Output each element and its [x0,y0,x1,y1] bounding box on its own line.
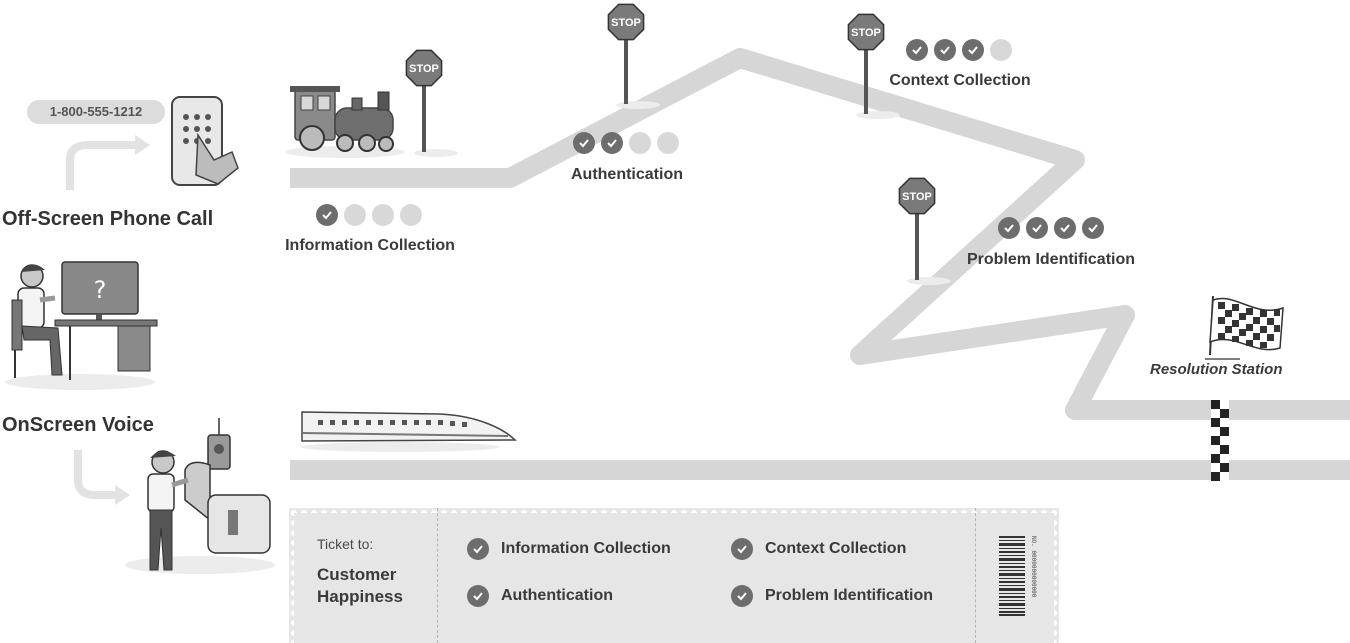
check-icon [731,538,753,560]
check-icon [1054,217,1076,239]
phone-number-pill: 1-800-555-1212 [27,100,165,124]
stop-sign-icon: STOP [607,3,660,109]
stop-sign-icon: STOP [898,177,951,285]
station-label-problem-identification: Problem Identification [966,251,1136,268]
bullet-train-icon [300,411,517,452]
check-icon [1082,217,1104,239]
ticket-item: Authentication [467,585,613,607]
stop-sign-text: STOP [611,17,641,29]
station-label-context-collection: Context Collection [889,72,1031,89]
pending-dot-icon [372,204,394,226]
station-progress-dots [998,217,1104,239]
ticket-item-label: Authentication [501,587,613,604]
pending-dot-icon [990,39,1012,61]
upper-track [290,48,1350,420]
ticket-separator [437,508,438,643]
check-icon [1026,217,1048,239]
svg-text:?: ? [94,276,107,304]
ticket-border [289,508,1059,643]
station-progress-dots [316,204,422,226]
stop-sign-icon: STOP [405,49,458,157]
ticket-destination: Customer Happiness [317,565,403,606]
stop-sign-text: STOP [902,191,932,203]
station-progress-dots [906,39,1012,61]
check-icon [573,132,595,154]
ticket-item-label: Information Collection [501,540,671,557]
check-icon [601,132,623,154]
pending-dot-icon [657,132,679,154]
onscreen-voice-label: OnScreen Voice [2,414,154,436]
check-icon [962,39,984,61]
ticket-item-label: Context Collection [765,540,907,557]
ticket-item-label: Problem Identification [765,587,934,604]
station-label-authentication: Authentication [571,166,683,183]
checkered-flag-icon [1209,295,1284,356]
kiosk-user-icon [74,418,275,574]
ticket: Ticket to: Customer Happiness Informatio… [289,508,1059,643]
ticket-item: Context Collection [731,538,906,560]
ticket-separator [975,508,976,643]
pending-dot-icon [400,204,422,226]
barcode-number: NO. 0000000000000 [1030,536,1037,598]
check-icon [906,39,928,61]
check-icon [316,204,338,226]
agent-at-desk-icon: ? [5,261,158,390]
stop-sign-icon: STOP [847,13,900,119]
off-screen-phone-call-label: Off-Screen Phone Call [2,208,214,230]
pending-dot-icon [344,204,366,226]
station-label-information-collection: Information Collection [285,237,455,254]
check-icon [467,585,489,607]
finish-line [1211,400,1229,482]
stop-signs: STOP STOP STOP STOP [405,3,951,285]
lower-track [290,460,1350,480]
resolution-station-label: Resolution Station [1150,361,1283,378]
station-progress-dots [573,132,679,154]
check-icon [731,585,753,607]
phone-icon [66,96,239,190]
stop-sign-text: STOP [409,63,439,75]
stop-sign-text: STOP [851,27,881,39]
check-icon [998,217,1020,239]
check-icon [934,39,956,61]
check-icon [467,538,489,560]
steam-train-icon [285,86,405,158]
ticket-to-label: Ticket to: [317,536,374,552]
pending-dot-icon [629,132,651,154]
barcode-icon [999,536,1025,616]
ticket-item: Information Collection [467,538,671,560]
ticket-item: Problem Identification [731,585,933,607]
